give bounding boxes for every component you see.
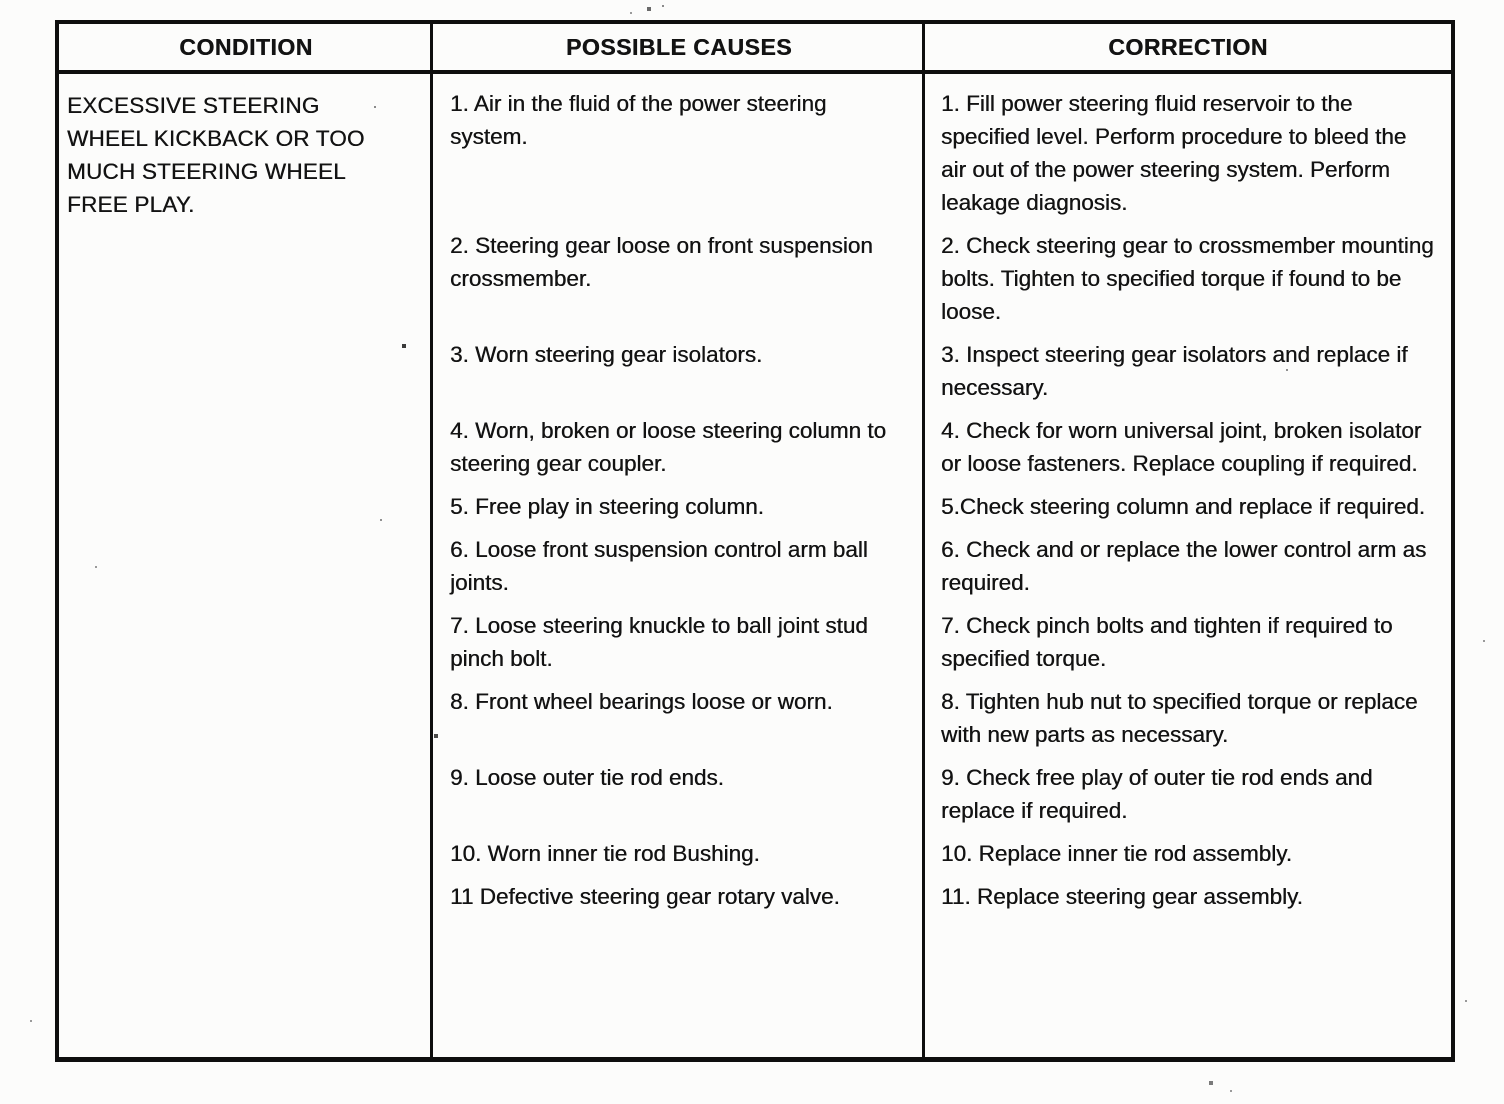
correction-item: 9. Check free play of outer tie rod ends… <box>941 765 1373 823</box>
correction-item: 11. Replace steering gear assembly. <box>941 884 1303 909</box>
header-condition: CONDITION <box>179 33 313 60</box>
correction-item: 5.Check steering column and replace if r… <box>941 494 1426 519</box>
correction-item: 1. Fill power steering fluid reservoir t… <box>941 91 1407 215</box>
correction-item: 2. Check steering gear to crossmember mo… <box>941 233 1434 324</box>
cause-item: 6. Loose front suspension control arm ba… <box>450 537 868 595</box>
cause-item: 2. Steering gear loose on front suspensi… <box>450 233 873 291</box>
cause-item: 8. Front wheel bearings loose or worn. <box>450 689 833 714</box>
header-possible-causes: POSSIBLE CAUSES <box>565 33 793 60</box>
column-divider-2 <box>922 24 925 1057</box>
cause-item: 9. Loose outer tie rod ends. <box>450 765 724 790</box>
diagnosis-table: CONDITION POSSIBLE CAUSES CORRECTION EXC… <box>55 20 1455 1062</box>
correction-item: 8. Tighten hub nut to specified torque o… <box>941 689 1418 747</box>
table-body: EXCESSIVE STEERING WHEEL KICKBACK OR TOO… <box>59 74 1451 923</box>
condition-cell: EXCESSIVE STEERING WHEEL KICKBACK OR TOO… <box>67 93 365 217</box>
cause-item: 1. Air in the fluid of the power steerin… <box>450 91 827 149</box>
cause-item: 4. Worn, broken or loose steering column… <box>450 418 887 476</box>
correction-item: 7. Check pinch bolts and tighten if requ… <box>941 613 1393 671</box>
correction-item: 4. Check for worn universal joint, broke… <box>941 418 1422 476</box>
cause-item: 5. Free play in steering column. <box>450 494 764 519</box>
column-divider-1 <box>430 24 433 1057</box>
cause-item: 3. Worn steering gear isolators. <box>450 342 763 367</box>
header-correction: CORRECTION <box>1108 33 1268 60</box>
scan-noise <box>0 0 2 2</box>
correction-item: 10. Replace inner tie rod assembly. <box>941 841 1293 866</box>
correction-item: 6. Check and or replace the lower contro… <box>941 537 1427 595</box>
cause-item: 11 Defective steering gear rotary valve. <box>450 884 840 909</box>
cause-item: 10. Worn inner tie rod Bushing. <box>450 841 760 866</box>
correction-item: 3. Inspect steering gear isolators and r… <box>941 342 1408 400</box>
cause-item: 7. Loose steering knuckle to ball joint … <box>450 613 868 671</box>
table-header-row: CONDITION POSSIBLE CAUSES CORRECTION <box>59 24 1451 74</box>
